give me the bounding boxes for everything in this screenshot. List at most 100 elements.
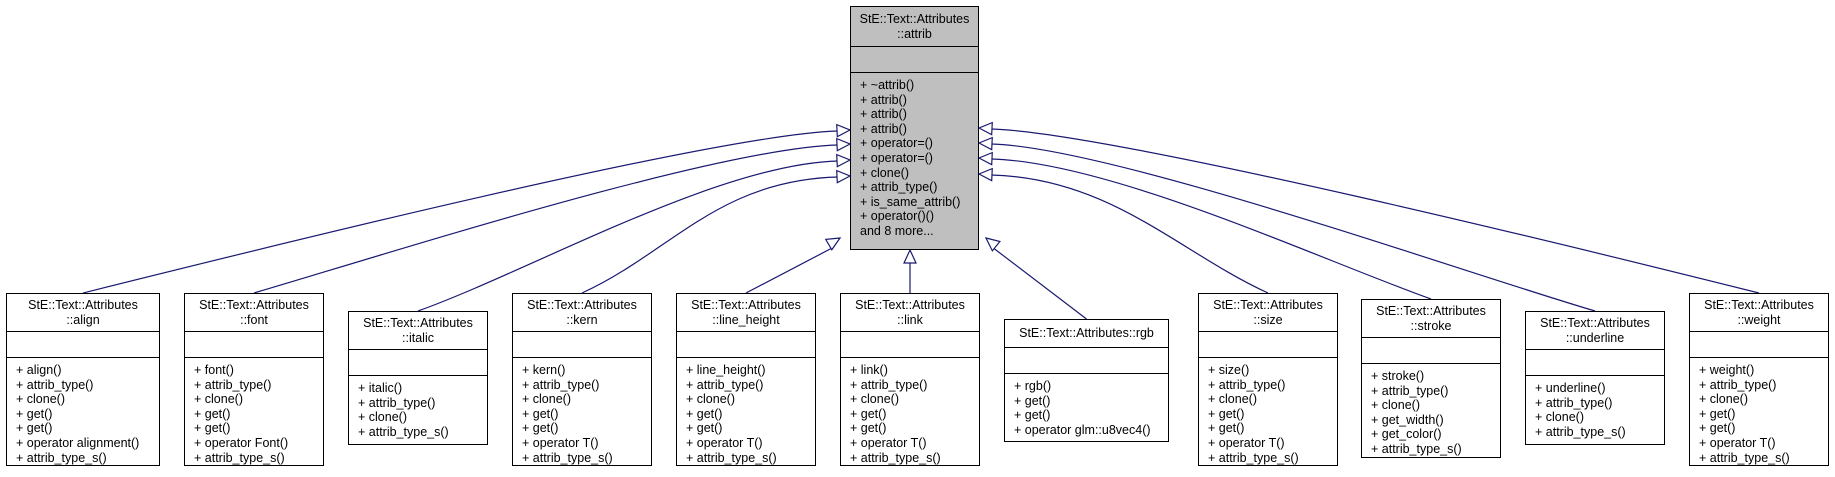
- child-1-class-name: StE::Text::Attributes::align: [7, 294, 159, 332]
- operation-item: + get(): [1699, 421, 1736, 436]
- operation-item: + operator T(): [1699, 435, 1776, 450]
- operation-item: + get(): [16, 406, 53, 421]
- inheritance-edge: [990, 143, 1596, 312]
- child-8-operations-section: + size()+ attrib_type()+ clone()+ get()+…: [1199, 358, 1337, 465]
- child-1-attributes-section: [7, 332, 159, 358]
- child-8-class-name: StE::Text::Attributes::size: [1199, 294, 1337, 332]
- operation-item: + clone(): [1208, 392, 1257, 407]
- inheritance-arrowhead: [824, 237, 842, 251]
- class-name-line: StE::Text::Attributes::rgb: [1019, 326, 1154, 341]
- operation-item: + clone(): [358, 410, 407, 425]
- operation-item: + ~attrib(): [860, 78, 915, 92]
- operation-item: + operator=(): [860, 136, 933, 151]
- operation-item: + operator T(): [850, 435, 927, 450]
- child-2-class-box: StE::Text::Attributes::font+ font()+ att…: [184, 293, 324, 466]
- operation-item: + operator T(): [1208, 435, 1285, 450]
- inheritance-arrowhead: [836, 153, 852, 168]
- operation-item: + rgb(): [1014, 379, 1052, 393]
- base-attrib-operations-section: + ~attrib()+ attrib()+ attrib()+ attrib(…: [851, 73, 978, 249]
- inheritance-arrowhead: [836, 137, 852, 152]
- operation-item: + attrib_type(): [1208, 377, 1286, 392]
- inheritance-arrowhead: [977, 151, 993, 166]
- class-name-line: ::underline: [1565, 330, 1625, 345]
- operation-item: + attrib(): [860, 107, 907, 122]
- operation-item: + get(): [522, 421, 559, 436]
- operation-item: + weight(): [1699, 363, 1755, 377]
- operation-item: and 8 more...: [860, 223, 934, 238]
- class-name-line: ::font: [240, 312, 268, 327]
- child-11-class-name: StE::Text::Attributes::weight: [1690, 294, 1828, 332]
- operation-item: + attrib_type_s(): [522, 450, 613, 465]
- child-3-attributes-section: [349, 350, 487, 376]
- operation-item: + get(): [1208, 421, 1245, 436]
- class-name-line: ::kern: [566, 312, 598, 327]
- inheritance-edge: [991, 246, 1087, 320]
- class-name-line: ::link: [897, 312, 923, 327]
- class-name-line: StE::Text::Attributes: [1540, 315, 1650, 330]
- operation-item: + operator glm::u8vec4(): [1014, 422, 1151, 437]
- operation-item: + underline(): [1535, 381, 1606, 395]
- inheritance-arrowhead: [903, 248, 917, 264]
- operation-item: + get(): [850, 421, 887, 436]
- class-name-line: StE::Text::Attributes: [1213, 297, 1323, 312]
- base-attrib-attributes-section: [851, 47, 978, 73]
- operation-item: + get(): [194, 421, 231, 436]
- inheritance-arrowhead: [977, 136, 993, 151]
- operation-item: + attrib_type_s(): [16, 450, 107, 465]
- inheritance-edge: [990, 158, 1432, 300]
- inheritance-arrowhead: [836, 169, 852, 184]
- operation-item: + attrib_type_s(): [1208, 450, 1299, 465]
- operation-item: + clone(): [850, 392, 899, 407]
- class-name-line: ::line_height: [712, 312, 780, 327]
- operation-item: + get(): [522, 406, 559, 421]
- operation-item: + get(): [1208, 406, 1245, 421]
- child-6-class-name: StE::Text::Attributes::link: [841, 294, 979, 332]
- inheritance-edge: [990, 128, 1760, 294]
- operation-item: + attrib_type(): [522, 377, 600, 392]
- class-name-line: ::weight: [1737, 312, 1781, 327]
- operation-item: + operator Font(): [194, 435, 289, 450]
- child-7-class-box: StE::Text::Attributes::rgb+ rgb()+ get()…: [1004, 319, 1169, 442]
- inheritance-arrowhead: [984, 237, 1001, 252]
- operation-item: + attrib_type_s(): [194, 450, 285, 465]
- operation-item: + attrib_type_s(): [1535, 424, 1626, 439]
- child-6-attributes-section: [841, 332, 979, 358]
- operation-item: + get(): [1014, 408, 1051, 423]
- inheritance-edge: [417, 160, 839, 312]
- child-1-operations-section: + align()+ attrib_type()+ clone()+ get()…: [7, 358, 159, 465]
- child-4-class-name: StE::Text::Attributes::kern: [513, 294, 651, 332]
- child-3-operations-section: + italic()+ attrib_type()+ clone()+ attr…: [349, 376, 487, 444]
- operation-item: + get(): [686, 406, 723, 421]
- child-10-class-box: StE::Text::Attributes::underline+ underl…: [1525, 311, 1665, 445]
- inheritance-edge: [253, 144, 839, 294]
- child-9-operations-section: + stroke()+ attrib_type()+ clone()+ get_…: [1362, 364, 1500, 457]
- child-4-attributes-section: [513, 332, 651, 358]
- operation-item: + operator T(): [522, 435, 599, 450]
- operation-item: + clone(): [686, 392, 735, 407]
- child-10-operations-section: + underline()+ attrib_type()+ clone()+ a…: [1526, 376, 1664, 444]
- operation-item: + kern(): [522, 363, 566, 377]
- child-5-class-box: StE::Text::Attributes::line_height+ line…: [676, 293, 816, 466]
- operation-item: + attrib_type(): [1535, 395, 1613, 410]
- child-11-operations-section: + weight()+ attrib_type()+ clone()+ get(…: [1690, 358, 1828, 465]
- child-7-attributes-section: [1005, 348, 1168, 374]
- class-name-line: StE::Text::Attributes: [363, 315, 473, 330]
- operation-item: + attrib_type(): [194, 377, 272, 392]
- class-name-line: ::align: [66, 312, 100, 327]
- class-name-line: ::stroke: [1410, 318, 1452, 333]
- inheritance-arrowhead: [977, 121, 993, 136]
- operation-item: + operator=(): [860, 150, 933, 165]
- operation-item: + get_color(): [1371, 427, 1442, 442]
- child-8-attributes-section: [1199, 332, 1337, 358]
- operation-item: + clone(): [1699, 392, 1748, 407]
- operation-item: + get(): [1014, 393, 1051, 408]
- operation-item: + clone(): [860, 165, 909, 180]
- operation-item: + italic(): [358, 381, 403, 395]
- class-name-line: StE::Text::Attributes: [691, 297, 801, 312]
- operation-item: + get(): [1699, 406, 1736, 421]
- operation-item: + attrib_type(): [358, 395, 436, 410]
- operation-item: + attrib_type(): [686, 377, 764, 392]
- operation-item: + attrib_type(): [1699, 377, 1777, 392]
- child-4-operations-section: + kern()+ attrib_type()+ clone()+ get()+…: [513, 358, 651, 465]
- class-name-line: StE::Text::Attributes: [527, 297, 637, 312]
